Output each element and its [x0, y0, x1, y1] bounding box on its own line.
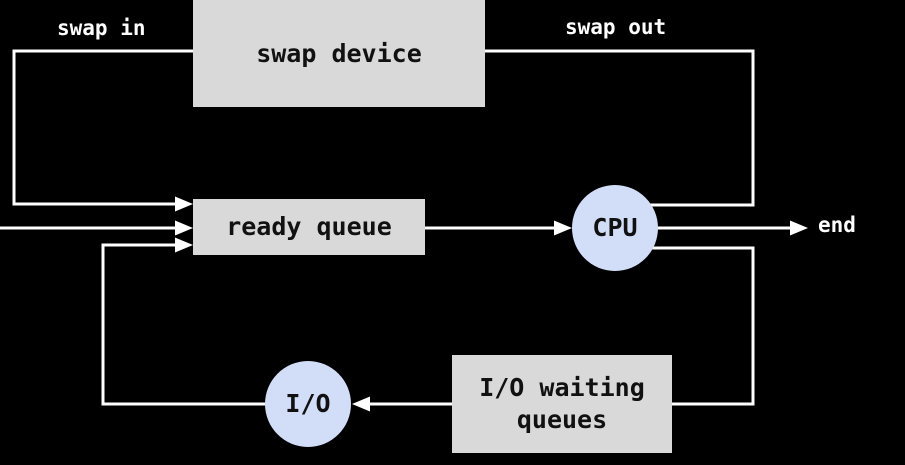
- cpu-node: CPU: [572, 185, 658, 271]
- connector-swap-out: [480, 49, 755, 207]
- arrowhead-swap-in: [175, 196, 193, 212]
- swap-device-label: swap device: [256, 38, 422, 68]
- arrowhead-ready-to-cpu: [554, 220, 572, 236]
- end-edge-label: end: [818, 213, 856, 237]
- arrowhead-io-waiting-to-io: [352, 396, 370, 412]
- ready-queue-label: ready queue: [226, 212, 392, 241]
- ready-queue-node: ready queue: [193, 199, 425, 255]
- arrowhead-io-return: [175, 237, 193, 253]
- io-waiting-queues-node: I/O waiting queues: [452, 355, 672, 453]
- arrowhead-end: [790, 220, 808, 236]
- cpu-label: CPU: [592, 213, 638, 242]
- connector-swap-in: [12, 49, 193, 206]
- io-label: I/O: [285, 389, 331, 418]
- io-waiting-queues-label: I/O waiting queues: [479, 373, 645, 434]
- io-node: I/O: [265, 361, 351, 447]
- swap-out-edge-label: swap out: [565, 15, 667, 39]
- connector-io-return: [101, 243, 290, 406]
- arrowhead-admit: [175, 220, 193, 236]
- connector-cpu-to-io-waiting: [615, 246, 755, 406]
- swap-device-node: swap device: [193, 0, 485, 107]
- swap-in-edge-label: swap in: [57, 16, 146, 40]
